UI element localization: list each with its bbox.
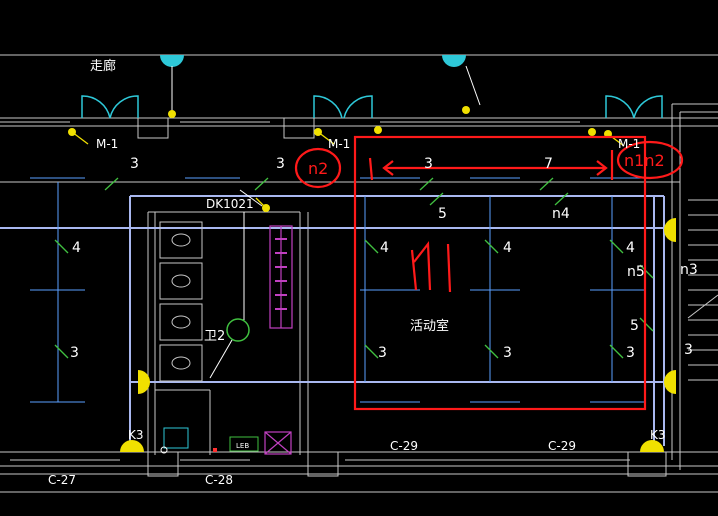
wire-count: 3 (70, 345, 79, 361)
wire-ticks (54, 177, 654, 359)
label-corridor: 走廊 (90, 58, 116, 74)
wire-count: 4 (503, 240, 512, 256)
label-dk: DK1021 (206, 197, 254, 211)
wire-count: 3 (503, 345, 512, 361)
stair-steps (687, 199, 718, 381)
label-c29-right: C-29 (548, 439, 576, 453)
label-k3-right: K3 (650, 428, 666, 442)
wire-count: 3 (684, 342, 693, 358)
label-c28: C-28 (205, 473, 233, 487)
toilet-stalls (159, 221, 203, 382)
wire-count: 5 (630, 318, 639, 334)
wire-count: 3 (276, 156, 285, 172)
led-panel (229, 436, 259, 452)
wire-count: n4 (552, 206, 570, 222)
label-door-m1-mid: M-1 (328, 137, 350, 151)
wire-count: 4 (72, 240, 81, 256)
conduit-lines (0, 195, 665, 446)
label-k3-left: K3 (128, 428, 144, 442)
label-activity-room: 活动室 (410, 318, 449, 334)
exhaust-fan-icon (226, 318, 250, 342)
ceiling-lamps (160, 55, 466, 67)
wire-count: 7 (544, 156, 553, 172)
riser-shaft (264, 225, 293, 455)
red-annotations (294, 135, 684, 411)
wire-count: 3 (378, 345, 387, 361)
switches (68, 106, 676, 452)
wire-count: 3 (424, 156, 433, 172)
wire-count: 3 (130, 156, 139, 172)
cyan-panel (163, 427, 189, 449)
label-c29-left: C-29 (390, 439, 418, 453)
wire-count: 3 (626, 345, 635, 361)
annotation-n1n2: n1n2 (624, 151, 665, 170)
annotation-n2: n2 (308, 159, 328, 178)
fixture-ticks (30, 177, 645, 403)
label-door-m1-right: M-1 (618, 137, 640, 151)
label-c27: C-27 (48, 473, 76, 487)
wire-count: n5 (627, 264, 645, 280)
wire-count: 5 (438, 206, 447, 222)
doors (81, 95, 663, 119)
label-door-m1-left: M-1 (96, 137, 118, 151)
wire-count: 4 (626, 240, 635, 256)
wire-count: 4 (380, 240, 389, 256)
walls (0, 54, 718, 493)
pillars (137, 117, 667, 477)
wire-count: n3 (680, 262, 698, 278)
label-wc: 卫2 (204, 329, 225, 344)
label-led: LEB (236, 442, 249, 450)
